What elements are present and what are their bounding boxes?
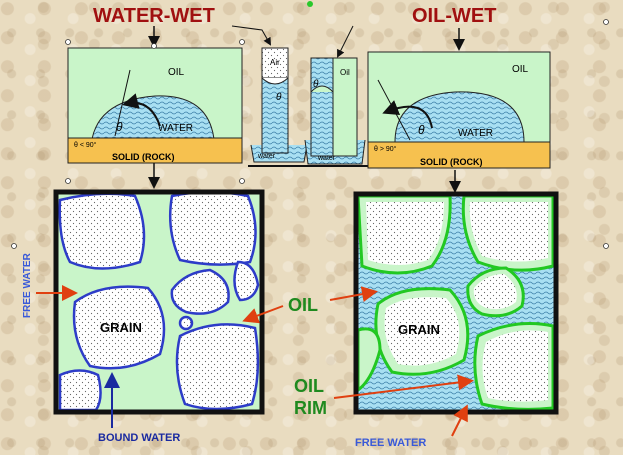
handle-dot xyxy=(307,1,313,7)
free-water-label-left: FREE WATER xyxy=(22,252,33,318)
water-tube-1: water xyxy=(257,153,276,160)
bound-water-label: BOUND WATER xyxy=(98,432,180,444)
water-label: WATER xyxy=(158,123,193,134)
angle-label: θ < 90° xyxy=(74,141,97,149)
oil-callout: OIL xyxy=(288,295,318,315)
oil-rim-callout-1: OIL xyxy=(294,376,324,396)
angle-label-right: θ > 90° xyxy=(374,145,397,153)
capillary-tubes: Air θ water Oil θ water xyxy=(248,47,370,167)
water-wet-contact-angle-panel: OIL WATER θ θ < 90° SOLID (ROCK) xyxy=(65,39,245,184)
grain-label-left: GRAIN xyxy=(100,320,142,335)
theta-label-right: θ xyxy=(418,123,425,137)
oil-wet-contact-angle-panel: OIL WATER θ θ > 90° SOLID (ROCK) xyxy=(367,51,551,169)
oil-rim-callout-2: RIM xyxy=(294,398,327,418)
solid-label-right: SOLID (ROCK) xyxy=(420,157,483,167)
water-wet-pore-diagram: GRAIN xyxy=(53,189,265,415)
grain-label-right: GRAIN xyxy=(398,322,440,337)
free-water-label-right: FREE WATER xyxy=(355,437,426,449)
solid-label: SOLID (ROCK) xyxy=(112,152,175,162)
theta-label: θ xyxy=(116,120,123,134)
oil-label: OIL xyxy=(168,67,185,78)
oil-wet-pore-diagram: GRAIN xyxy=(353,191,559,415)
theta-tube-2: θ xyxy=(313,79,319,90)
oil-tube-label: Oil xyxy=(340,68,350,77)
oil-wet-title: OIL-WET xyxy=(412,5,496,27)
water-wet-title: WATER-WET xyxy=(93,5,215,27)
air-label: Air xyxy=(270,58,280,67)
water-tube-2: water xyxy=(317,155,336,162)
selection-handles xyxy=(11,19,609,249)
theta-tube-1: θ xyxy=(276,92,282,103)
water-label-right: WATER xyxy=(458,128,493,139)
oil-label-right: OIL xyxy=(512,64,529,75)
